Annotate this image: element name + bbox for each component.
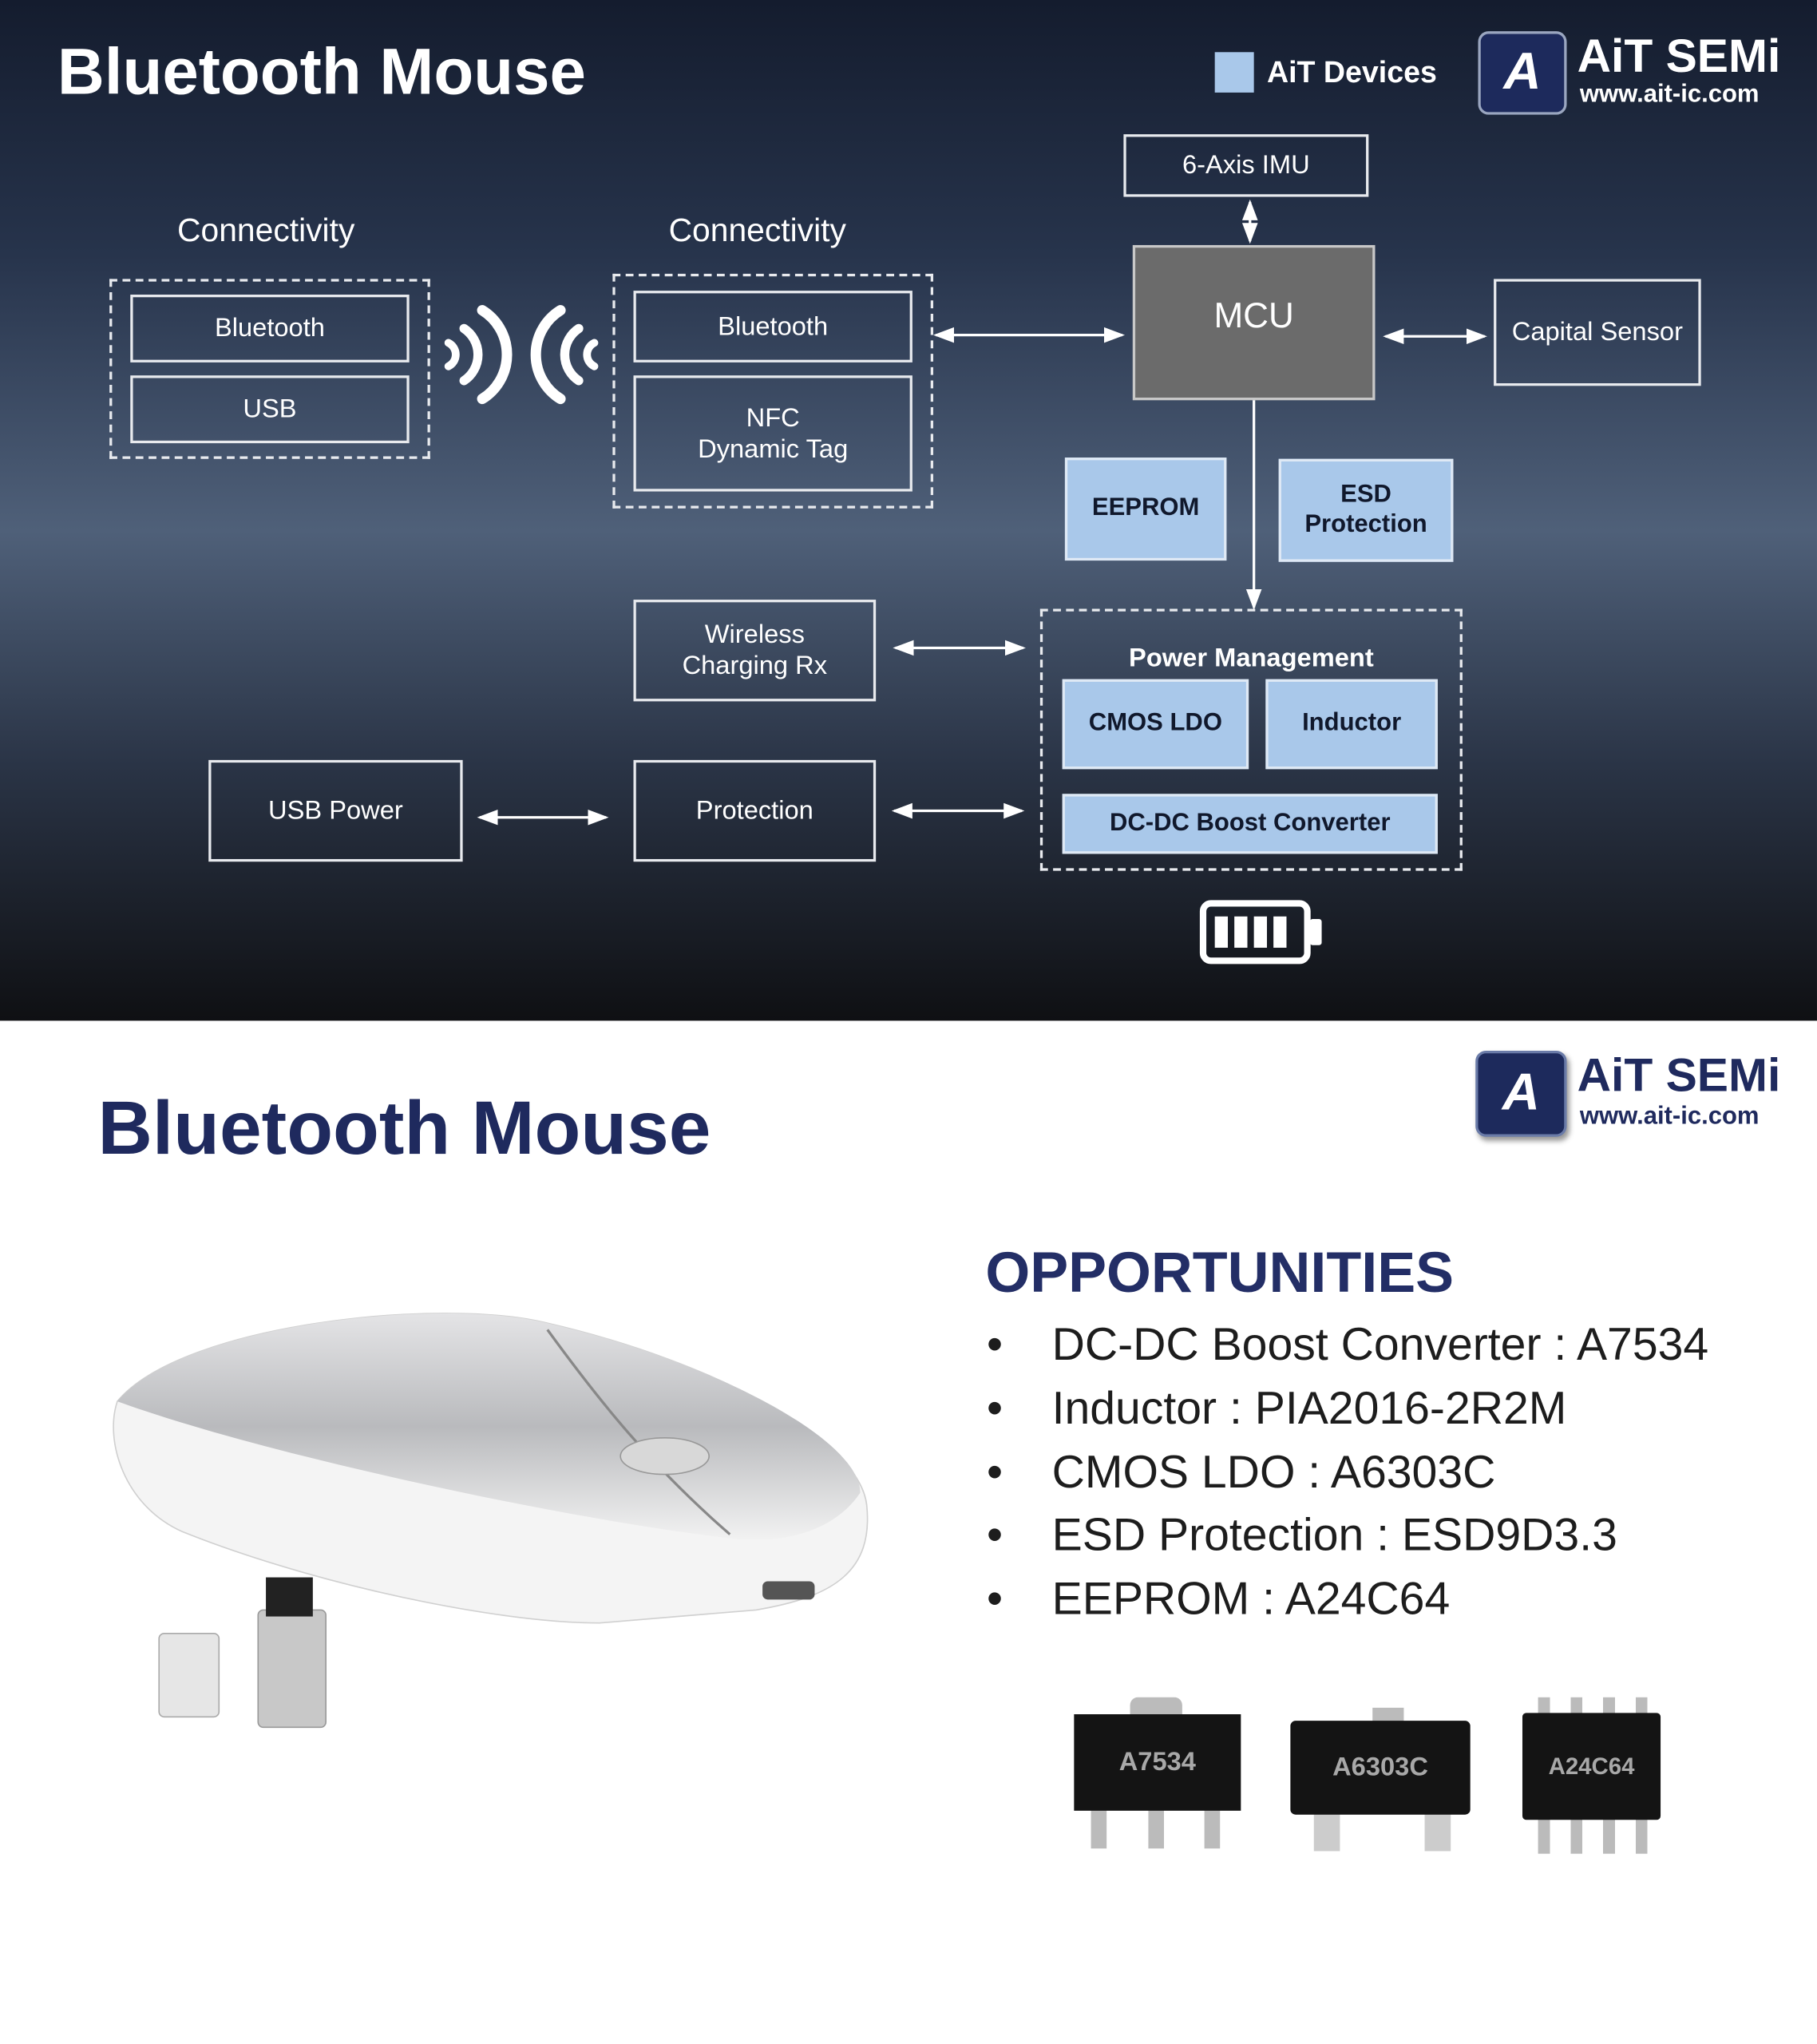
mouse-product-image xyxy=(113,1313,869,1729)
opportunity-text: EEPROM : A24C64 xyxy=(1051,1573,1451,1625)
imu-box: 6-Axis IMU xyxy=(1123,134,1369,197)
logo-url: www.ait-ic.com xyxy=(1579,81,1760,109)
connectivity-group-right xyxy=(612,273,934,509)
wireless-line2: Charging Rx xyxy=(682,652,828,681)
connector-arrows xyxy=(477,199,1487,826)
bluetooth-box-left: Bluetooth xyxy=(130,294,410,362)
bullet: • xyxy=(986,1319,1003,1370)
opportunity-item: • CMOS LDO : A6303C xyxy=(987,1447,1495,1499)
esd-line1: ESD xyxy=(1340,480,1391,509)
connectivity-label-left: Connectivity xyxy=(177,212,355,249)
usb-box: USB xyxy=(130,375,410,444)
chip-a7534: A7534 xyxy=(1071,1697,1241,1854)
usb-power-box: USB Power xyxy=(208,759,463,862)
wireless-charging-rx-box: Wireless Charging Rx xyxy=(633,600,877,702)
nfc-line2: Dynamic Tag xyxy=(698,434,849,464)
nfc-dynamic-tag-box: NFC Dynamic Tag xyxy=(633,375,912,492)
logo-url: www.ait-ic.com xyxy=(1579,1103,1760,1131)
opportunity-item: • EEPROM : A24C64 xyxy=(987,1574,1450,1626)
chip-a6303c: A6303C xyxy=(1288,1707,1471,1854)
logo-mark-icon: A xyxy=(1478,31,1567,115)
logo-name: AiT SEMi xyxy=(1577,28,1781,82)
power-management-title: Power Management xyxy=(1129,644,1374,673)
wireless-signal-icon xyxy=(444,305,599,405)
opportunity-text: CMOS LDO : A6303C xyxy=(1051,1447,1496,1498)
block-diagram-panel: Bluetooth Mouse AiT Devices A AiT SEMi w… xyxy=(0,0,1817,1021)
bullet: • xyxy=(986,1447,1003,1498)
diagram-title: Bluetooth Mouse xyxy=(57,35,586,109)
wireless-line1: Wireless xyxy=(704,620,805,650)
chip-label: A6303C xyxy=(1290,1721,1471,1815)
inductor-box: Inductor xyxy=(1265,679,1438,770)
nfc-line1: NFC xyxy=(746,403,800,433)
chip-label: A24C64 xyxy=(1522,1713,1661,1820)
connectivity-group-left xyxy=(109,279,430,459)
logo-name: AiT SEMi xyxy=(1577,1048,1781,1102)
battery-icon xyxy=(1199,900,1322,965)
opportunity-item: • Inductor : PIA2016-2R2M xyxy=(987,1383,1566,1435)
opportunity-text: Inductor : PIA2016-2R2M xyxy=(1051,1383,1567,1434)
connectivity-label-right: Connectivity xyxy=(668,212,846,249)
page-title: Bluetooth Mouse xyxy=(97,1086,711,1171)
opportunity-item: • ESD Protection : ESD9D3.3 xyxy=(987,1510,1617,1562)
opportunity-item: • DC-DC Boost Converter : A7534 xyxy=(987,1319,1708,1371)
cmos-ldo-box: CMOS LDO xyxy=(1062,679,1249,770)
dcdc-boost-converter-box: DC-DC Boost Converter xyxy=(1062,794,1438,854)
legend-swatch xyxy=(1214,52,1254,93)
power-management-group xyxy=(1039,608,1463,871)
capital-sensor-box: Capital Sensor xyxy=(1494,279,1701,386)
chip-a24c64: A24C64 xyxy=(1522,1697,1663,1854)
bullet: • xyxy=(986,1573,1003,1625)
eeprom-box: EEPROM xyxy=(1064,458,1227,561)
esd-protection-box: ESD Protection xyxy=(1278,458,1454,562)
bluetooth-box-right: Bluetooth xyxy=(633,291,912,362)
bullet: • xyxy=(986,1383,1003,1434)
opportunity-text: ESD Protection : ESD9D3.3 xyxy=(1051,1509,1617,1561)
esd-line2: Protection xyxy=(1304,510,1427,538)
bullet: • xyxy=(986,1509,1003,1561)
mcu-box: MCU xyxy=(1132,244,1376,401)
legend-label: AiT Devices xyxy=(1266,54,1437,89)
protection-box: Protection xyxy=(633,759,877,862)
opportunities-title: OPPORTUNITIES xyxy=(985,1241,1455,1305)
chip-label: A7534 xyxy=(1074,1714,1241,1811)
logo-mark-icon: A xyxy=(1475,1050,1567,1137)
opportunity-text: DC-DC Boost Converter : A7534 xyxy=(1051,1319,1709,1370)
